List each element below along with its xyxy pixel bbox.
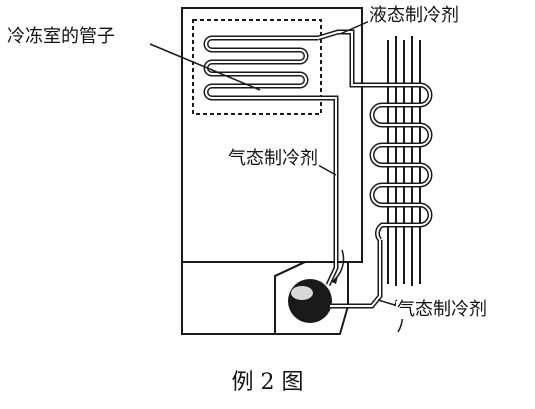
label-freezer-pipes: 冷冻室的管子 (6, 26, 116, 47)
cabinet-bottom-edge (181, 262, 275, 335)
label-gas-refrigerant-outside: 气态制冷剂 (396, 299, 488, 320)
compressor-outlet-pipe-inner (330, 240, 381, 307)
refrigerator-cabinet (181, 7, 363, 335)
condenser-fins (387, 36, 421, 286)
condenser-coil-inner (371, 84, 431, 241)
freezer-evaporator-pipes-inner (205, 37, 318, 99)
liquid-refrigerant-pipe-inner (317, 31, 382, 86)
freezer-compartment (192, 19, 322, 115)
label-gas-refrigerant-inside: 气态制冷剂 (227, 148, 319, 169)
compressor (288, 279, 332, 323)
leader-line-pipes (149, 43, 261, 91)
gas-refrigerant-pipe-inner (318, 97, 337, 286)
liquid-refrigerant-pipe (317, 29, 382, 88)
compressor-highlight (291, 286, 313, 300)
leader-line-gas-inside (317, 164, 337, 176)
flow-arrow-down-head (332, 276, 338, 284)
leader-line-liquid (339, 19, 373, 35)
label-liquid-refrigerant: 液态制冷剂 (368, 5, 460, 26)
gas-refrigerant-pipe (318, 95, 339, 287)
condenser-coil (369, 82, 433, 242)
figure-caption: 例 2 图 (231, 370, 304, 395)
freezer-evaporator-pipes (203, 35, 318, 101)
